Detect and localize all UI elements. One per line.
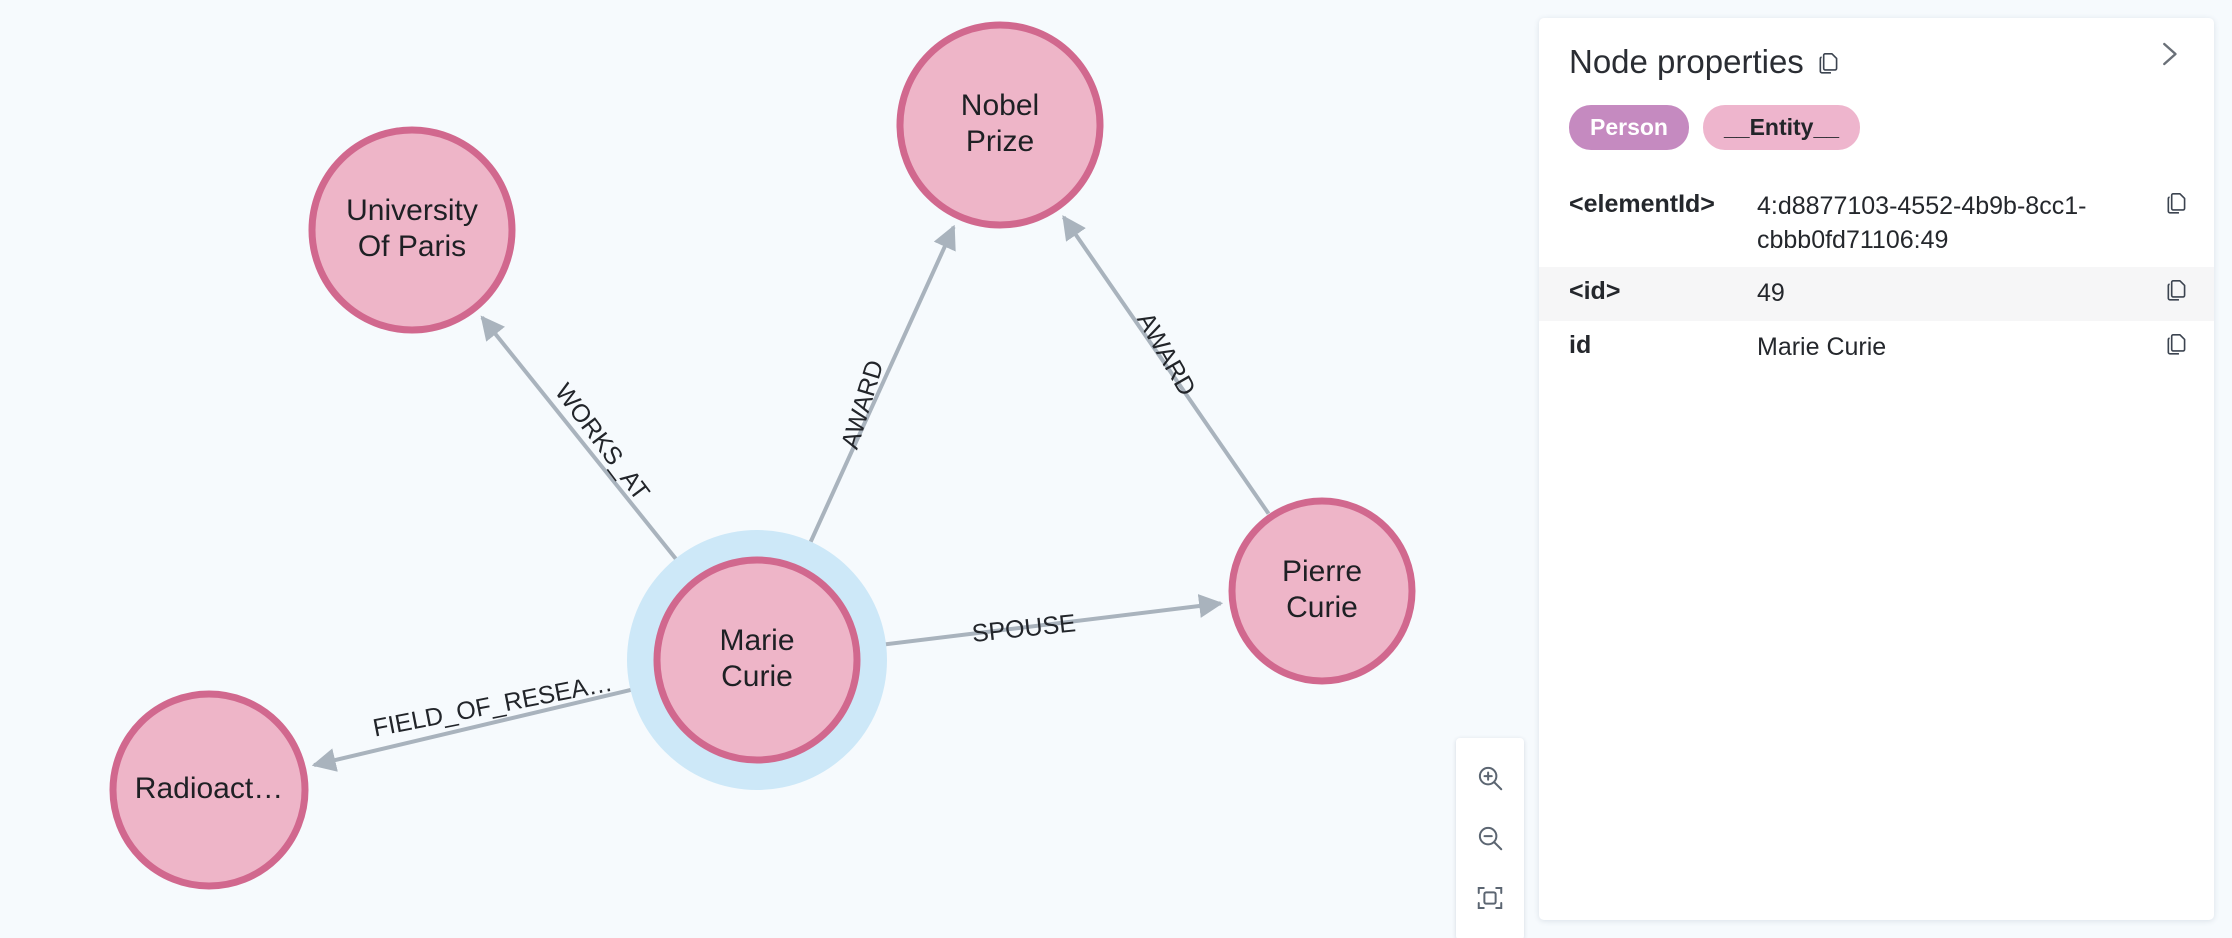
- property-row: id Marie Curie: [1539, 321, 2214, 375]
- property-key: <id>: [1569, 277, 1621, 306]
- property-key: <elementId>: [1569, 189, 1715, 218]
- node-circle[interactable]: [1228, 497, 1416, 685]
- property-row: <elementId> 4:d8877103-4552-4b9b-8cc1-cbb…: [1539, 180, 2214, 268]
- property-copy-cell: [2128, 180, 2214, 268]
- graph-edge-award-pierre[interactable]: [1062, 215, 1271, 515]
- zoom-toolbar[interactable]: [1456, 738, 1524, 938]
- edge-label-award-marie: AWARD: [836, 357, 889, 452]
- graph-node-radioactivity[interactable]: Radioact…: [109, 690, 309, 890]
- copy-icon[interactable]: [2164, 190, 2190, 223]
- graph-edge-award-marie[interactable]: [798, 224, 956, 567]
- edges-layer: [311, 215, 1271, 772]
- graph-edge-spouse[interactable]: [859, 594, 1224, 650]
- copy-icon[interactable]: [2164, 277, 2190, 310]
- edge-label-works-at: WORKS_AT: [549, 378, 655, 505]
- node-circle[interactable]: [653, 556, 861, 764]
- property-row: <id> 49: [1539, 267, 2214, 321]
- node-label-chip-0[interactable]: Person: [1569, 105, 1689, 150]
- property-value: 49: [1757, 279, 1785, 308]
- node-circle[interactable]: [896, 21, 1104, 229]
- zoom-in-button[interactable]: [1456, 748, 1524, 808]
- node-labels: Person __Entity__: [1539, 81, 2214, 150]
- zoom-in-icon: [1475, 763, 1505, 793]
- copy-icon[interactable]: [2164, 331, 2190, 364]
- copy-icon[interactable]: [1816, 50, 1842, 81]
- edge-label-award-pierre: AWARD: [1131, 308, 1201, 401]
- node-circle[interactable]: [109, 690, 309, 890]
- zoom-out-icon: [1475, 823, 1505, 853]
- node-label-chip-1[interactable]: __Entity__: [1702, 105, 1861, 150]
- chevron-right-icon: [2153, 39, 2183, 74]
- panel-header: Node properties: [1539, 18, 2214, 81]
- zoom-out-button[interactable]: [1456, 808, 1524, 868]
- graph-edge-works-at[interactable]: [480, 315, 694, 581]
- graph-edge-field-of-research[interactable]: [311, 682, 657, 772]
- collapse-panel-button[interactable]: [2144, 32, 2192, 80]
- property-key: id: [1569, 331, 1592, 359]
- property-value: Marie Curie: [1757, 333, 1887, 361]
- property-copy-cell: [2128, 267, 2214, 321]
- fit-to-screen-button[interactable]: [1456, 868, 1524, 928]
- properties-table: <elementId> 4:d8877103-4552-4b9b-8cc1-cbb…: [1539, 180, 2214, 375]
- panel-title: Node properties: [1569, 43, 1804, 80]
- node-circle[interactable]: [308, 126, 516, 334]
- property-copy-cell: [2128, 321, 2214, 375]
- edge-label-field-of-research: FIELD_OF_RESEA…: [371, 669, 615, 743]
- property-value: 4:d8877103-4552-4b9b-8cc1-cbbb0fd71106:4…: [1757, 191, 2087, 254]
- fit-to-screen-icon: [1475, 883, 1505, 913]
- node-properties-panel: Node properties Person __Entity__ <elemen…: [1539, 18, 2214, 920]
